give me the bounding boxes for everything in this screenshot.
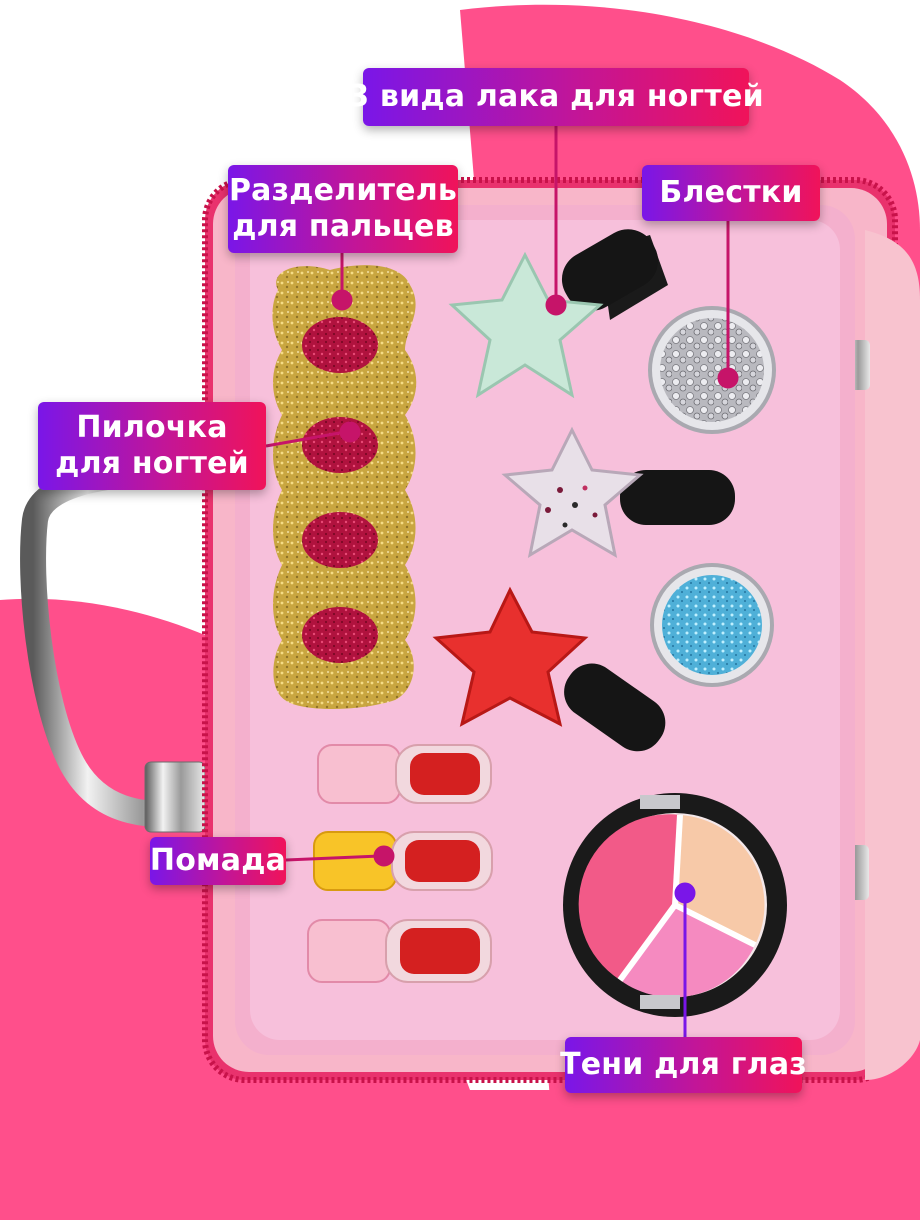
callout-glitter-text: Блестки xyxy=(659,175,803,210)
callout-toe-separator: Разделитель для пальцев xyxy=(228,165,458,253)
handle-hinge xyxy=(144,761,206,833)
toe-separator xyxy=(272,265,417,709)
callout-lipstick: Помада xyxy=(150,837,286,885)
nail-polish-glitter xyxy=(501,426,735,559)
callout-connectors xyxy=(265,126,739,867)
callout-lipstick-text: Помада xyxy=(149,843,287,878)
callout-eyeshadow-text: Тени для глаз xyxy=(560,1047,807,1082)
lipstick-yellow xyxy=(313,831,493,891)
eyeshadow-compact xyxy=(563,793,787,1017)
glitter-jar-blue xyxy=(650,563,774,687)
eyeshadow-connector xyxy=(674,882,696,1037)
nail-polish-mint xyxy=(448,229,668,399)
nail-polish-red xyxy=(432,586,666,752)
callout-nail-file-line1: Пилочка xyxy=(76,410,228,445)
callout-nail-file-line2: для ногтей xyxy=(55,446,249,481)
callout-glitter: Блестки xyxy=(642,165,820,221)
lipstick-pink-top xyxy=(317,744,492,804)
callout-eyeshadow: Тени для глаз xyxy=(560,1037,807,1093)
callout-toe-separator-line1: Разделитель xyxy=(228,173,458,208)
callout-nail-polish-text: 3 вида лака для ногтей xyxy=(348,79,764,114)
callout-toe-separator-line2: для пальцев xyxy=(232,209,454,244)
callout-nail-file: Пилочка для ногтей xyxy=(38,402,266,490)
lipstick-pink-bottom xyxy=(307,919,492,983)
glitter-jar-silver xyxy=(648,306,776,434)
callout-nail-polish: 3 вида лака для ногтей xyxy=(348,68,764,126)
